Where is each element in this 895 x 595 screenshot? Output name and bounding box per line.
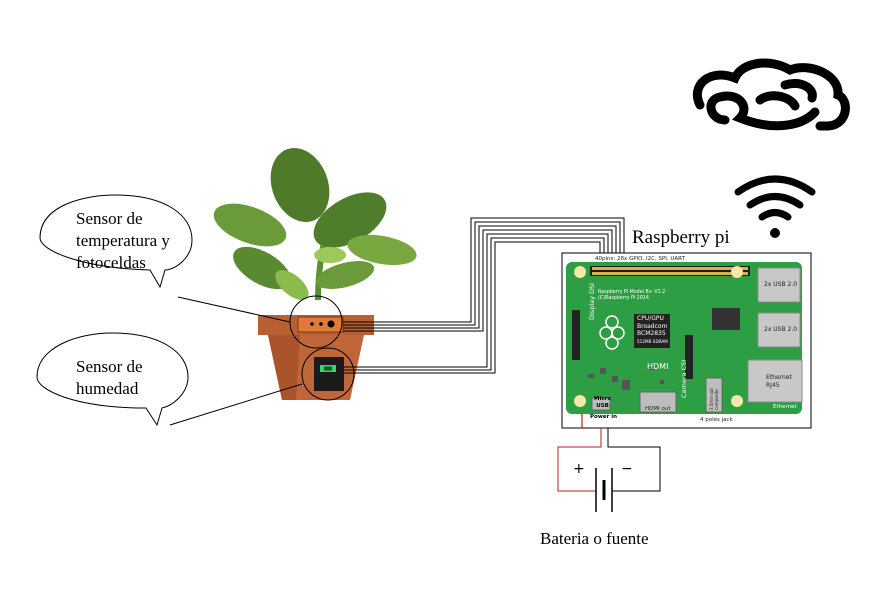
board-micro-usb-label: Micro USB: [594, 396, 611, 410]
plant-illustration: [213, 148, 417, 301]
board-cpu-line1: CPU/GPU: [637, 315, 664, 322]
board-usb2-label: 2x USB 2.0: [764, 326, 798, 333]
battery-minus-sign: −: [621, 461, 633, 477]
temp-bubble-line1: Sensor de: [76, 209, 143, 228]
raspberry-pi-board: [566, 262, 803, 428]
board-cpu-label: CPU/GPU Broadcom BCM2835 512MB SDRAM: [637, 315, 668, 345]
humidity-bubble-text: Sensor de humedad: [76, 356, 186, 400]
board-usb1-label: 2x USB 2.0: [764, 281, 798, 288]
humidity-sensor: [301, 347, 355, 401]
battery-plus-sign: +: [573, 461, 585, 477]
board-micro-usb-line2: USB: [596, 403, 609, 409]
board-power-in-label: Power in: [590, 414, 618, 420]
board-ethernet-line1: Ethernet: [766, 374, 792, 381]
board-ethernet-line2: RJ45: [766, 382, 780, 389]
board-camera-label: Camera CSI: [680, 359, 688, 398]
board-cpu-line3: BCM2835: [637, 330, 666, 337]
board-audio-label: 3.5mm out composite: [709, 388, 719, 410]
sensor-wires: [343, 217, 625, 374]
battery-icon: [595, 468, 613, 512]
board-hdmi-label: HDMI: [647, 362, 669, 371]
board-gpio-label: 40pins: 28x GPIO, I2C, SPI, UART: [595, 256, 685, 262]
board-ethernet-bottom-label: Ethernet: [773, 404, 797, 410]
board-jack-label: 4 poles jack: [700, 417, 733, 423]
board-cpu-line2: Broadcom: [637, 322, 668, 330]
raspberry-logo-icon: [599, 315, 625, 350]
board-model-line2: (C)Raspberry Pi 2014: [598, 296, 649, 301]
cloud-icon: [693, 58, 850, 131]
board-model-line1: Raspberry Pi Model B+ V1.2: [598, 290, 666, 295]
temp-bubble-line2: temperatura y: [76, 231, 170, 250]
board-ethernet-label: Ethernet RJ45: [766, 374, 792, 390]
board-display-label: Display DSI: [588, 282, 596, 320]
battery-circuit: [557, 428, 661, 492]
temp-bubble: [39, 194, 193, 289]
board-hdmi-out-label: HDMI out: [645, 406, 671, 412]
temp-bubble-text: Sensor de temperatura y fotoceldas: [76, 208, 206, 274]
wifi-icon: [734, 175, 816, 238]
raspberry-pi-label: Raspberry pi: [632, 227, 730, 248]
humidity-bubble: [36, 332, 189, 427]
temp-pointer-line: [177, 296, 291, 323]
humidity-bubble-line1: Sensor de: [76, 357, 143, 376]
humidity-pointer-line: [169, 383, 303, 426]
board-ram-label: 512MB SDRAM: [637, 338, 668, 344]
board-model-label: Raspberry Pi Model B+ V1.2 (C)Raspberry …: [598, 290, 665, 302]
board-micro-usb-line1: Micro: [594, 396, 612, 402]
temp-bubble-line3: fotoceldas: [76, 253, 146, 272]
humidity-bubble-line2: humedad: [76, 379, 139, 398]
battery-label: Bateria o fuente: [540, 529, 649, 548]
